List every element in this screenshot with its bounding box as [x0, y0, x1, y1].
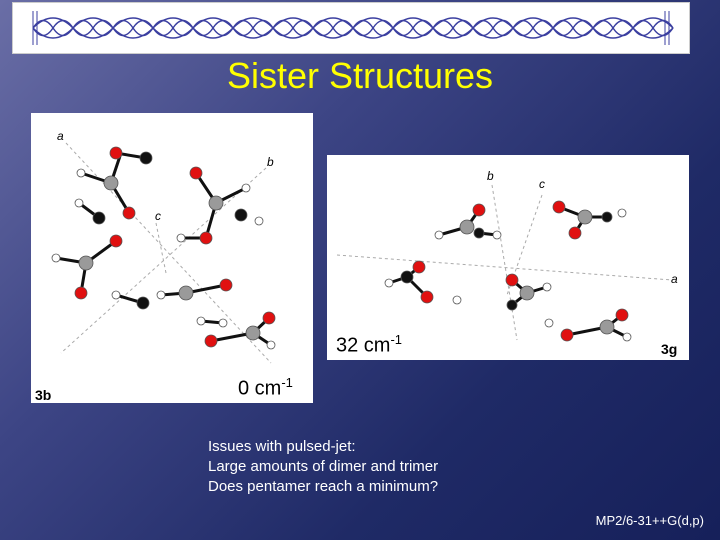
axis-label-b: b [267, 155, 274, 169]
wave-pattern-graphic [13, 3, 689, 53]
issues-line: Large amounts of dimer and trimer [208, 458, 439, 475]
axis-label-c: c [155, 209, 161, 223]
frequency-exponent: -1 [390, 332, 403, 347]
structure-tag-3g: 3g [661, 341, 678, 357]
structure-3g-panel: b c a 3g 32 cm-1 [327, 155, 689, 360]
frequency-value: 32 cm [336, 334, 391, 357]
issues-line: Issues with pulsed-jet: [208, 438, 356, 455]
frequency-value: 0 cm [238, 377, 282, 400]
axis-label-c: c [539, 177, 545, 191]
issues-text-block: Issues with pulsed-jet: Large amounts of… [208, 437, 438, 497]
axis-label-b: b [487, 169, 494, 183]
frequency-label-3b: 0 cm-1 [238, 375, 293, 401]
structure-3b-panel: a b c 3b 0 cm-1 [31, 113, 313, 403]
axis-label-a: a [57, 129, 64, 143]
frequency-label-3g: 32 cm-1 [336, 332, 402, 358]
axis-label-a: a [671, 272, 678, 286]
basis-set-label: MP2/6-31++G(d,p) [595, 513, 704, 528]
structure-3b-diagram [51, 142, 276, 364]
slide-title: Sister Structures [226, 55, 494, 96]
issues-line: Does pentamer reach a minimum? [208, 478, 439, 495]
structure-3g-diagram [336, 184, 673, 342]
frequency-exponent: -1 [281, 375, 293, 390]
header-banner [12, 2, 690, 54]
structure-tag-3b: 3b [35, 387, 52, 403]
